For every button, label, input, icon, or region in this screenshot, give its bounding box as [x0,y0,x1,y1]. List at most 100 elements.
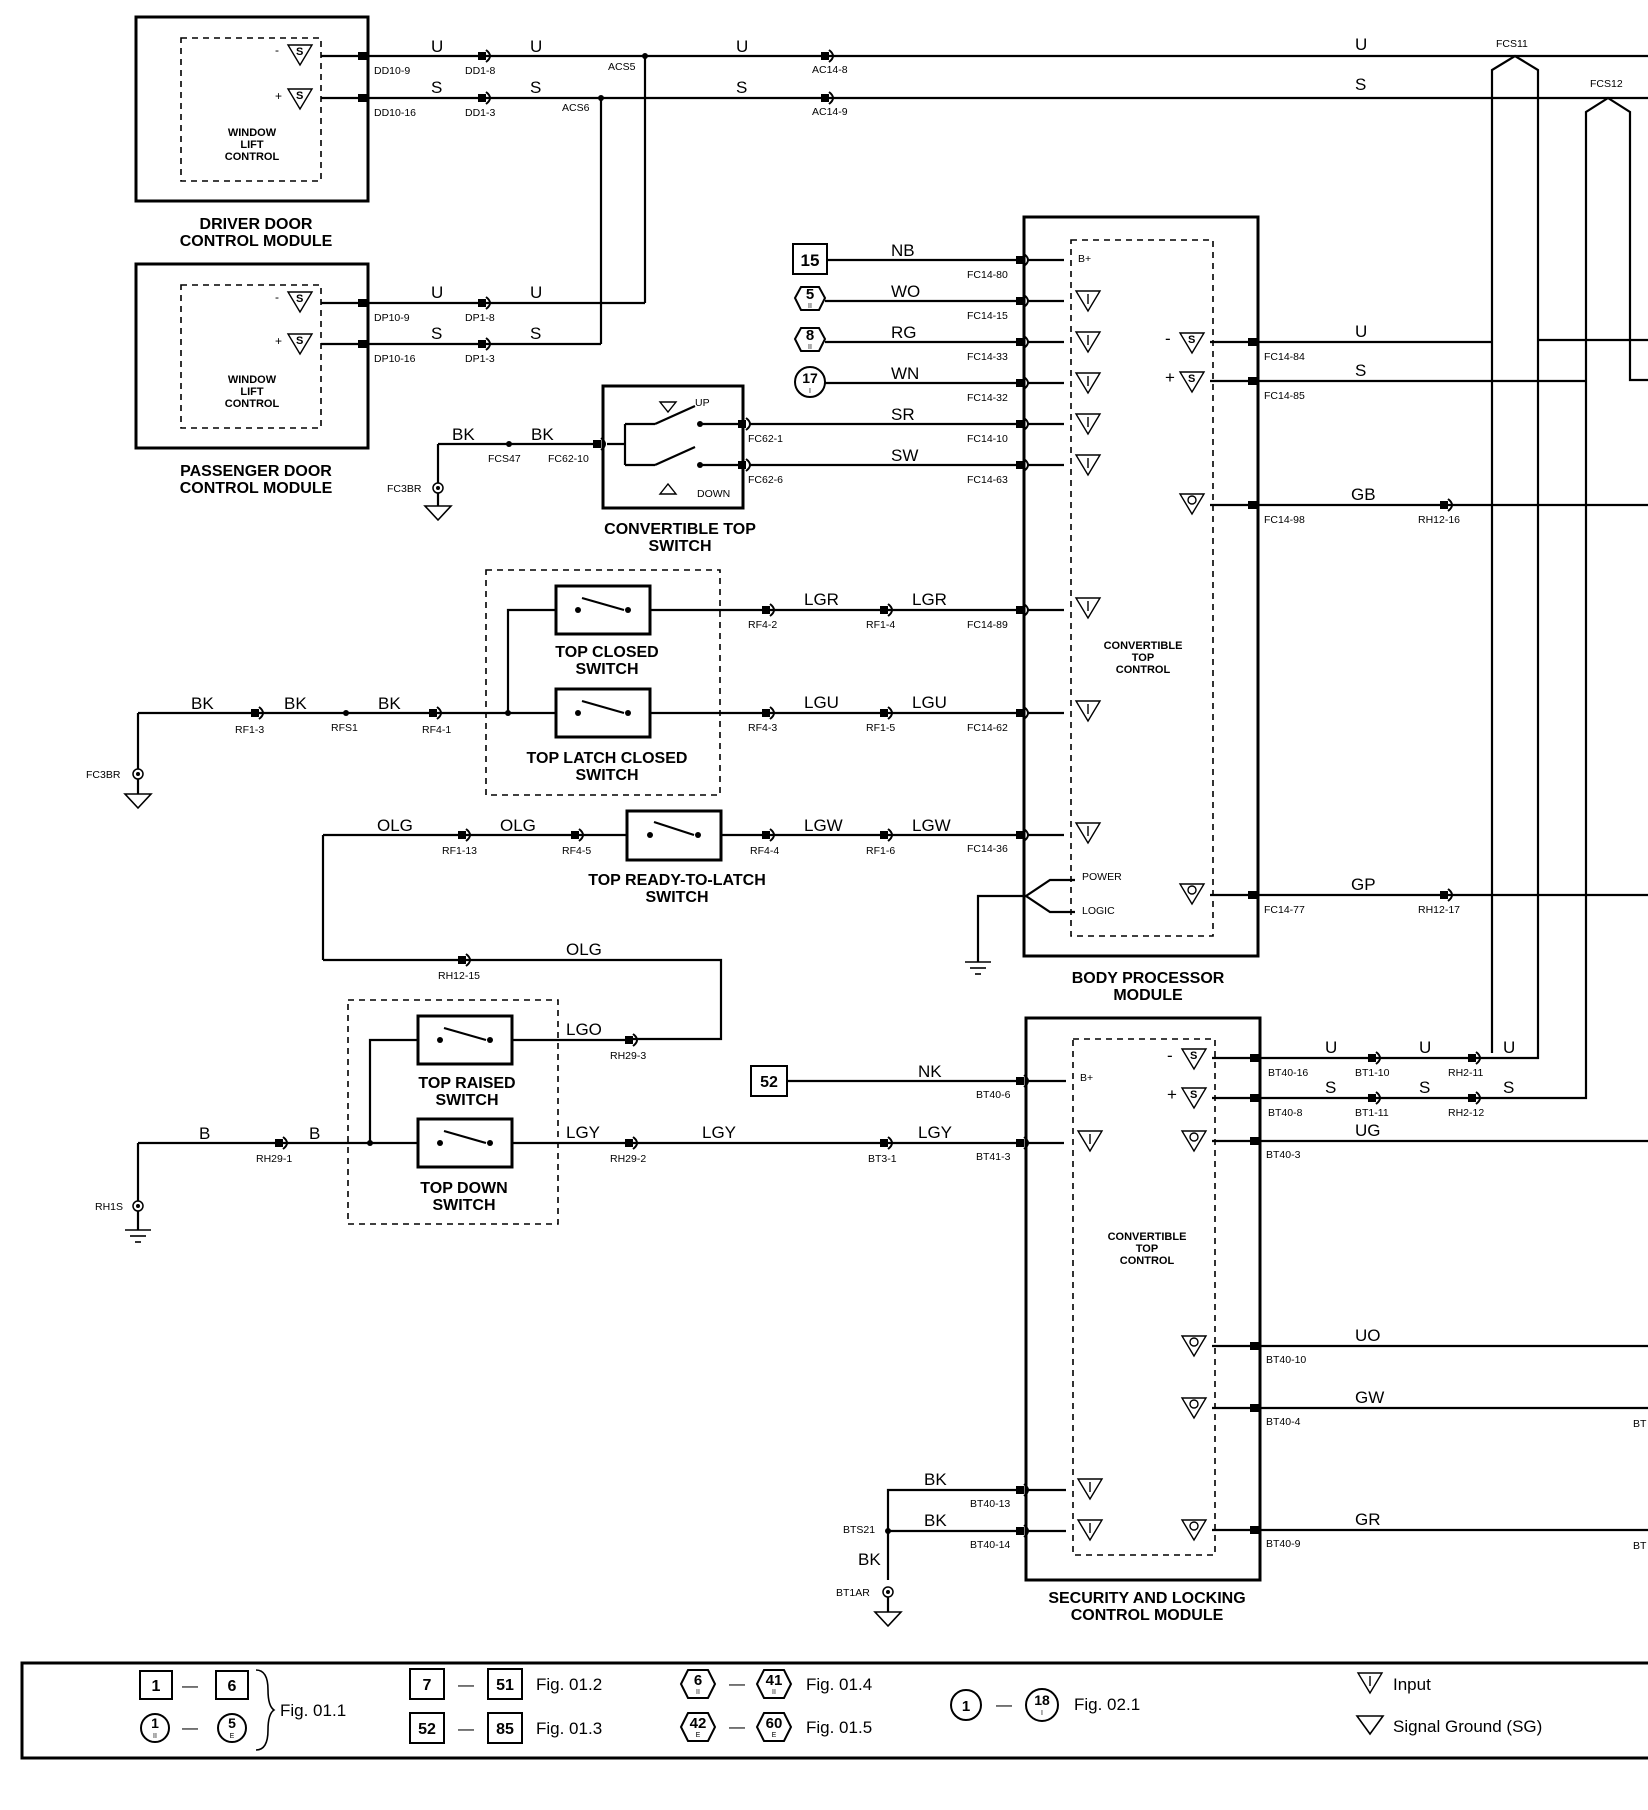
svg-text:B+: B+ [1078,253,1091,265]
svg-text:—: — [182,1720,198,1737]
bpm-outputs: U S GB GP FC14-84 FC14-85 FC14-98 FC14-7… [1210,322,1648,916]
svg-text:BK: BK [378,694,401,713]
svg-text:BK: BK [284,694,307,713]
svg-text:FCS47: FCS47 [488,453,521,465]
svg-text:BT40-3: BT40-3 [1266,1149,1301,1161]
svg-text:BT40-16: BT40-16 [1268,1067,1308,1079]
svg-text:BK: BK [191,694,214,713]
bpm-ground [964,878,1075,975]
svg-text:RH12-15: RH12-15 [438,970,480,982]
svg-text:Input: Input [1393,1675,1431,1694]
svg-text:B+: B+ [1080,1072,1093,1084]
svg-text:DD1-8: DD1-8 [465,65,496,77]
svg-text:RH12-17: RH12-17 [1418,904,1460,916]
svg-text:FC14-33: FC14-33 [967,351,1008,363]
svg-text:FC62-6: FC62-6 [748,474,783,486]
svg-text:FC14-32: FC14-32 [967,392,1008,404]
svg-text:E: E [772,1732,777,1739]
svg-text:BT: BT [1633,1540,1647,1552]
svg-text:DP10-9: DP10-9 [374,312,410,324]
svg-text:E: E [230,1733,235,1740]
svg-text:GB: GB [1351,485,1376,504]
svg-text:S: S [530,324,541,343]
svg-text:6: 6 [228,1678,237,1695]
legend: 1 — 6 1 II — 5 E Fig. 01.1 7 — 51 Fig. 0… [20,1661,1648,1760]
svg-text:RG: RG [891,323,917,342]
svg-text:RF1-13: RF1-13 [442,845,477,857]
svg-text:5: 5 [806,286,814,303]
svg-text:ACS6: ACS6 [562,102,590,114]
top-window-wires [321,49,1648,351]
svg-text:—: — [182,1678,198,1695]
svg-text:RH1S: RH1S [95,1201,123,1213]
svg-text:RF4-5: RF4-5 [562,845,591,857]
svg-text:FC14-63: FC14-63 [967,474,1008,486]
svg-text:RF4-2: RF4-2 [748,619,777,631]
svg-text:Fig. 01.3: Fig. 01.3 [536,1719,602,1738]
svg-text:FC14-98: FC14-98 [1264,514,1305,526]
top-labels: U U U U S S S S DD10-9 DD10-16 DD1-8 DD1… [374,35,1623,365]
svg-text:RH29-3: RH29-3 [610,1050,646,1062]
svg-text:FC14-84: FC14-84 [1264,351,1305,363]
svg-text:I: I [809,388,811,395]
svg-text:OLG: OLG [500,816,536,835]
svg-text:DOWN: DOWN [697,488,730,500]
slcm-inputs: 52 NK BT40-6 BK BK BK BT40-13 BT40-14 BT… [750,1062,1066,1627]
svg-text:RF1-6: RF1-6 [866,845,895,857]
supply-17: 17 I [794,366,826,398]
window-lift-label-1: WINDOW [228,127,277,139]
svg-text:51: 51 [496,1677,514,1694]
svg-text:LGY: LGY [702,1123,736,1142]
svg-text:—: — [996,1697,1012,1714]
svg-text:FC14-36: FC14-36 [967,843,1008,855]
svg-text:RH29-2: RH29-2 [610,1153,646,1165]
svg-text:II: II [153,1733,157,1740]
svg-text:15: 15 [801,251,820,270]
svg-text:BT40-6: BT40-6 [976,1089,1011,1101]
svg-text:BT1-11: BT1-11 [1355,1107,1389,1119]
svg-text:DD10-9: DD10-9 [374,65,410,77]
svg-text:S: S [1355,75,1366,94]
svg-text:BK: BK [452,425,475,444]
legend-symbols: Input Signal Ground (SG) [1355,1672,1542,1736]
svg-text:SR: SR [891,405,915,424]
svg-text:-: - [1165,329,1171,348]
svg-text:Signal Ground (SG): Signal Ground (SG) [1393,1717,1542,1736]
svg-text:NK: NK [918,1062,942,1081]
svg-text:I: I [1041,1710,1043,1717]
svg-text:Fig. 01.1: Fig. 01.1 [280,1701,346,1720]
svg-text:B: B [309,1124,320,1143]
svg-text:RH2-11: RH2-11 [1448,1067,1484,1079]
plus-sign: + [275,89,282,103]
svg-text:S: S [530,78,541,97]
svg-text:BT40-10: BT40-10 [1266,1354,1306,1366]
svg-text:S: S [1419,1078,1430,1097]
olg-loop: OLG RH12-15 [323,940,723,1041]
svg-text:LGY: LGY [566,1123,600,1142]
minus-sign-2: - [275,290,279,304]
legend-fig-01-2-3: 7 — 51 Fig. 01.2 52 — 85 Fig. 01.3 [409,1668,602,1744]
svg-text:LGR: LGR [804,590,839,609]
svg-text:FC62-1: FC62-1 [748,433,783,445]
svg-text:DP10-16: DP10-16 [374,353,416,365]
svg-text:+: + [1167,1085,1177,1104]
svg-text:ACS5: ACS5 [608,61,636,73]
svg-text:II: II [772,1689,776,1696]
svg-text:NB: NB [891,241,915,260]
svg-text:—: — [729,1719,745,1736]
slcm-outputs: U U U S S S UG UO GW GR BT40-16 BT1-10 R… [1212,1038,1648,1552]
minus-sign: - [275,43,279,57]
svg-text:LGY: LGY [918,1123,952,1142]
svg-text:II: II [808,303,812,310]
svg-text:II: II [808,344,812,351]
